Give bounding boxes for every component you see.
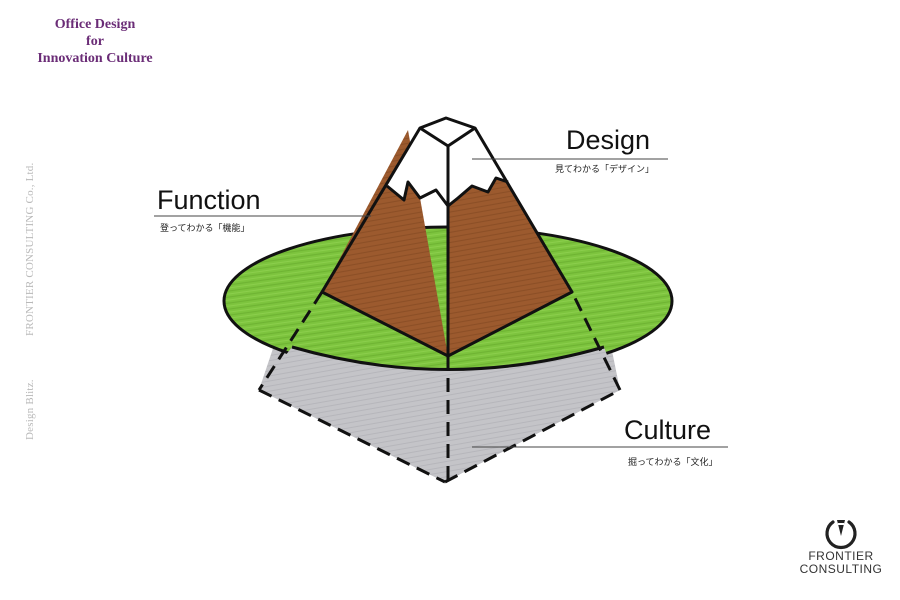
page-title: Office Design for Innovation Culture	[20, 16, 170, 67]
title-line-1: Office Design	[54, 17, 136, 32]
culture-label: Culture	[624, 415, 711, 445]
logo-line-1: FRONTIER	[808, 549, 874, 563]
logo-line-2: CONSULTING	[799, 562, 883, 576]
design-label: Design	[566, 125, 650, 155]
underground-front	[259, 347, 620, 482]
frontier-logo-icon	[825, 520, 857, 550]
title-line-3: Innovation Culture	[37, 51, 153, 66]
snow-cap-left	[387, 128, 448, 206]
snow-line-right	[447, 176, 509, 208]
frontier-logo: FRONTIER CONSULTING	[796, 514, 886, 586]
design-sublabel: 見てわかる「デザイン」	[555, 163, 654, 175]
function-label: Function	[157, 185, 261, 215]
underground-dashed-outline	[257, 291, 622, 484]
title-line-2: for	[86, 34, 104, 49]
culture-sublabel: 掘ってわかる「文化」	[628, 456, 718, 468]
snow-cap-right	[448, 128, 508, 206]
snow-line-left	[386, 180, 450, 207]
function-sublabel: 登ってわかる「機能」	[160, 222, 250, 234]
